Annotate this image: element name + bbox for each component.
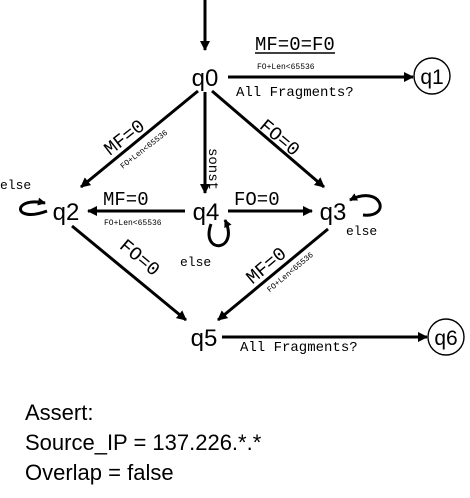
self-loop-q2 bbox=[19, 197, 48, 216]
edge-q2-q5 bbox=[71, 224, 187, 322]
self-loop-q4 bbox=[207, 219, 232, 248]
self-loop-q3 bbox=[349, 193, 382, 217]
label-q2-q5: FO=0 bbox=[115, 235, 164, 281]
state-q0: q0 bbox=[192, 65, 219, 92]
label-q4-q2-cond: FO+Len<65536 bbox=[104, 219, 162, 228]
assert-block: Assert: Source_IP = 137.226.*.* Overlap … bbox=[25, 398, 261, 488]
state-q4: q4 bbox=[193, 199, 220, 226]
edge-q0-q2 bbox=[80, 89, 199, 189]
assert-title: Assert: bbox=[25, 400, 94, 425]
state-q6-circle bbox=[427, 318, 465, 356]
else-label-q3: else bbox=[346, 224, 377, 239]
label-q0-q1-sub: All Fragments? bbox=[236, 85, 354, 101]
state-q3: q3 bbox=[320, 199, 347, 226]
state-q1-circle bbox=[413, 57, 451, 95]
edge-q3-q5 bbox=[217, 227, 329, 322]
state-q6: q6 bbox=[434, 327, 457, 350]
assert-overlap: Overlap = false bbox=[25, 460, 174, 485]
state-q2: q2 bbox=[53, 199, 80, 226]
else-label-q2: else bbox=[0, 178, 31, 193]
state-q5: q5 bbox=[191, 325, 218, 352]
label-q0-q1-cond: FO+Len<65536 bbox=[257, 63, 315, 72]
label-q4-q3: FO=0 bbox=[234, 189, 280, 211]
state-q1: q1 bbox=[420, 66, 443, 89]
assert-source-ip: Source_IP = 137.226.*.* bbox=[25, 430, 262, 455]
label-q0-q1-main: MF=0=F0 bbox=[255, 34, 335, 56]
label-q4-q2-main: MF=0 bbox=[103, 189, 149, 211]
else-label-q4: else bbox=[180, 255, 211, 270]
edge-q0-q3 bbox=[211, 89, 325, 189]
label-q5-q6: All Fragments? bbox=[240, 340, 358, 356]
label-q0-q4: sonst bbox=[204, 148, 220, 190]
label-q0-q3: FO=0 bbox=[255, 115, 304, 161]
